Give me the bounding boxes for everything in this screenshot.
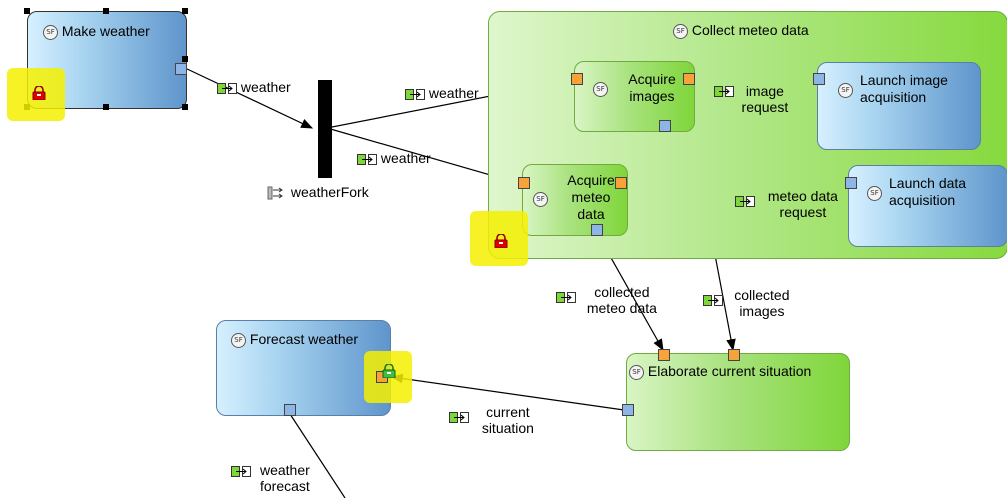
selection-handle[interactable] [182,56,188,62]
flow-label-collected-images: collected images [703,287,797,319]
launch-data-acquisition-title: SF Launch data acquisition [867,175,1005,209]
connector-fork-to-acquire-meteo [326,127,520,185]
selection-handle[interactable] [182,104,188,110]
launch-image-output-port[interactable] [813,73,825,85]
elaborate-images-input-port[interactable] [728,349,740,361]
flow-icon [231,466,251,477]
selection-handle[interactable] [103,104,109,110]
forecast-output-port[interactable] [284,404,296,416]
sf-badge-icon: SF [629,364,644,380]
flow-icon [703,295,723,306]
sf-badge-icon: SF [838,83,853,98]
lock-icon [382,364,396,378]
sf-badge-icon: SF [43,24,58,40]
flow-label-weather-forecast: weather forecast [231,462,315,494]
elaborate-meteo-input-port[interactable] [658,349,670,361]
sf-badge-icon: SF [533,192,548,207]
selection-handle[interactable] [182,8,188,14]
acquire-meteo-output-port[interactable] [591,224,603,236]
acquire-images-input-port[interactable] [571,73,583,85]
flow-icon [217,82,237,94]
forecast-weather-title: SF Forecast weather [231,331,358,348]
flow-icon [405,88,425,100]
flow-icon [714,86,734,97]
sf-badge-icon: SF [673,23,688,39]
launch-data-output-port[interactable] [845,177,857,189]
launch-image-acquisition-node[interactable]: SF Launch image acquisition [817,62,981,150]
connector-elaborate-to-forecast [390,373,625,411]
selection-handle[interactable] [24,8,30,14]
sf-badge-icon: SF [593,82,608,97]
acquire-images-request-port[interactable] [683,73,695,85]
launch-image-acquisition-title: SF Launch image acquisition [838,72,978,106]
launch-data-acquisition-node[interactable]: SF Launch data acquisition [848,165,1007,247]
flow-label-weather: weather [357,150,431,166]
flow-icon [735,196,755,207]
fork-icon [267,186,283,200]
flow-label-weather: weather [217,79,291,95]
flow-label-current-situation: current situation [449,404,543,436]
flow-label-meteo-data-request: meteo data request [735,188,847,220]
collect-meteo-data-title: SF Collect meteo data [673,22,809,39]
lock-icon [32,86,46,100]
make-weather-output-port[interactable] [175,63,187,75]
forecast-weather-node[interactable]: SF Forecast weather [216,320,391,416]
connector-weather-to-fork [184,67,314,129]
flow-label-image-request: image request [714,83,792,115]
sf-badge-icon: SF [231,332,246,348]
make-weather-title: SF Make weather [43,23,150,40]
weather-fork-label: weatherFork [267,184,369,200]
flow-label-weather: weather [405,85,479,101]
elaborate-current-situation-title: SF Elaborate current situation [629,363,811,380]
flow-icon [556,292,576,303]
acquire-images-title: SF Acquire images [591,71,691,105]
connector-forecast-out [289,413,346,498]
acquire-images-output-port[interactable] [659,120,671,132]
flow-icon [449,412,469,423]
acquire-meteo-data-node[interactable]: SF Acquire meteo data [522,164,628,236]
flow-icon [357,153,377,165]
lock-highlight [470,211,528,266]
acquire-meteo-data-title: SF Acquire meteo data [533,172,625,223]
weather-fork-bar[interactable] [318,80,332,178]
acquire-meteo-request-port[interactable] [615,177,627,189]
acquire-meteo-input-port[interactable] [518,177,530,189]
acquire-images-node[interactable]: SF Acquire images [574,61,695,132]
elaborate-current-situation-node[interactable]: SF Elaborate current situation [626,353,850,451]
flow-label-collected-meteo-data: collected meteo data [556,284,664,316]
elaborate-output-port[interactable] [622,404,634,416]
lock-icon [494,234,508,248]
sf-badge-icon: SF [867,186,882,201]
selection-handle[interactable] [103,8,109,14]
